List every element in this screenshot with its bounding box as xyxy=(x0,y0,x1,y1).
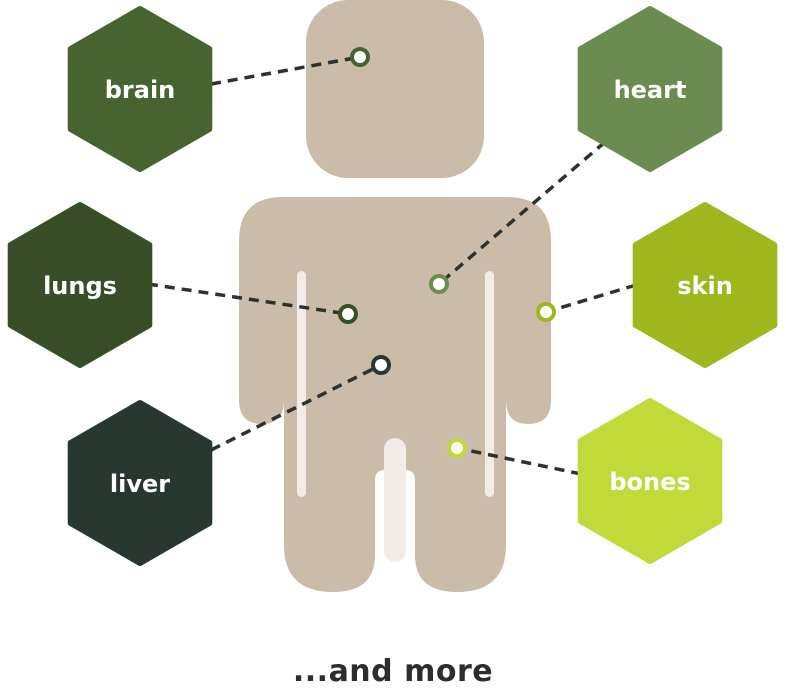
human-body-figure xyxy=(239,0,551,592)
figure-right-arm-highlight xyxy=(485,271,494,497)
brain-label: brain xyxy=(105,76,176,104)
bones-hexagon: bones xyxy=(577,398,723,564)
brain-location-marker xyxy=(350,47,370,67)
brain-connector-line xyxy=(210,55,361,86)
skin-hexagon-shape xyxy=(632,202,778,368)
figure-leg-gap-highlight xyxy=(384,438,406,562)
figure-torso xyxy=(239,197,551,592)
heart-hexagon-shape xyxy=(577,6,723,172)
heart-location-marker xyxy=(429,274,449,294)
lungs-hexagon: lungs xyxy=(7,202,153,368)
liver-hexagon: liver xyxy=(67,400,213,566)
figure-left-arm-highlight xyxy=(297,271,306,497)
bones-hexagon-shape xyxy=(577,398,723,564)
liver-label: liver xyxy=(110,470,170,498)
skin-location-marker xyxy=(536,302,556,322)
liver-location-marker xyxy=(371,355,391,375)
lungs-label: lungs xyxy=(43,272,117,300)
bones-location-marker xyxy=(447,438,467,458)
heart-hexagon: heart xyxy=(577,6,723,172)
bones-label: bones xyxy=(609,468,690,496)
skin-connector-line xyxy=(545,283,637,314)
liver-connector-line xyxy=(210,363,382,452)
heart-connector-line xyxy=(437,140,607,286)
liver-hexagon-shape xyxy=(67,400,213,566)
figure-head xyxy=(306,0,484,178)
bones-connector-line xyxy=(456,446,582,476)
heart-label: heart xyxy=(614,76,687,104)
skin-hexagon: skin xyxy=(632,202,778,368)
connector-lines xyxy=(147,55,637,476)
lungs-location-marker xyxy=(338,304,358,324)
organ-hexagons: brain heart lungs skin liver bones xyxy=(7,6,778,566)
lungs-hexagon-shape xyxy=(7,202,153,368)
skin-label: skin xyxy=(677,272,733,300)
organ-markers xyxy=(338,47,556,458)
brain-hexagon-shape xyxy=(67,6,213,172)
brain-hexagon: brain xyxy=(67,6,213,172)
and-more-label: ...and more xyxy=(292,654,494,689)
